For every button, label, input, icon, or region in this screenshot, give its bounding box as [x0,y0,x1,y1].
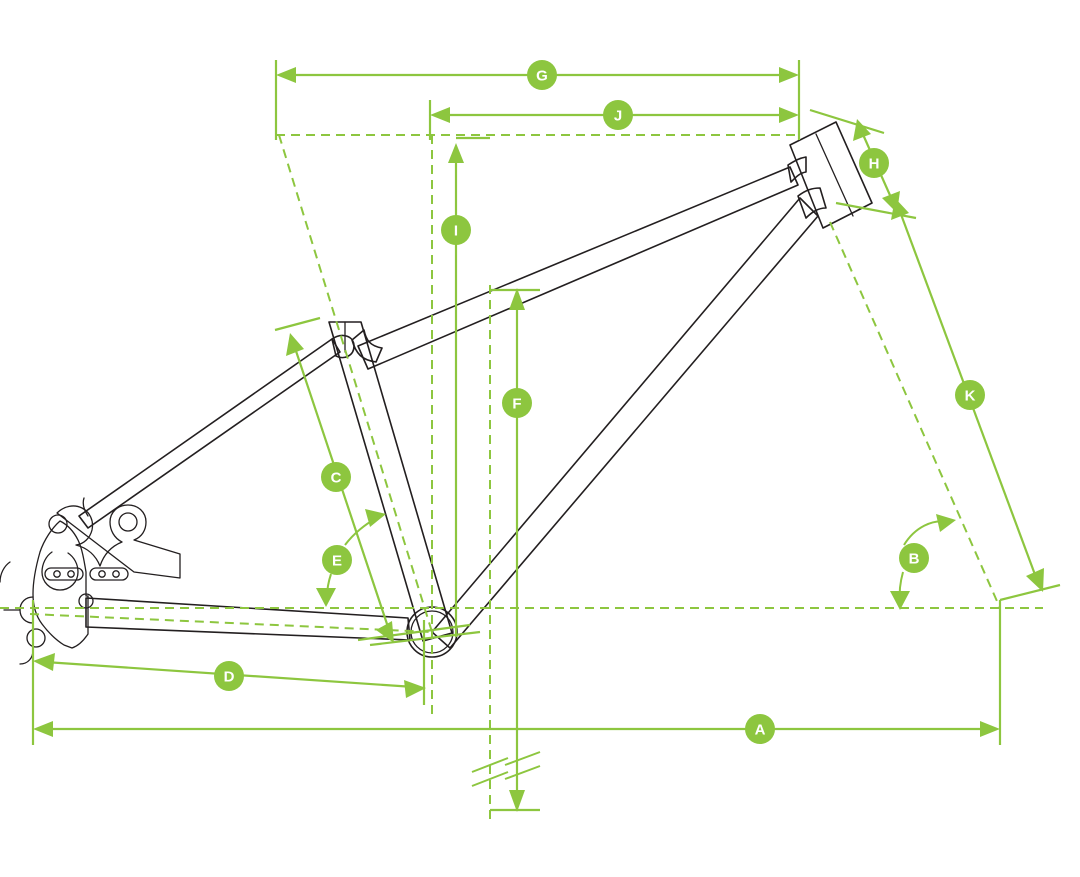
dimension-g-arrow-right [779,67,799,83]
frame-outline-group [0,121,873,665]
break-symbol-upper-right [504,751,541,766]
dimension-d-arrow-right [404,680,426,698]
break-symbol-lower [471,771,509,787]
dimension-k-arrow-bottom [1026,568,1044,592]
dimension-e-badge [322,545,352,575]
chain-stay [85,597,411,641]
dimension-a-badge [745,714,775,744]
dimension-d: D [33,653,426,698]
dimension-h-badge [859,148,889,178]
dimension-i-label: I [454,223,458,240]
dimension-e: E [316,509,386,607]
dimension-k: K [891,198,1044,592]
dimension-k-label: K [965,388,976,405]
break-symbol-lower-right [504,765,541,780]
dimension-f: F [502,288,532,812]
dimension-i: I [441,143,471,637]
dimension-e-arrow-upper [365,509,386,527]
dimension-c-arrow-bottom [376,621,394,643]
dimension-b-label: B [909,551,920,568]
dimension-g-arrow-left [276,67,296,83]
dimension-j-label: J [614,108,622,125]
dimension-j-arrow-right [779,107,799,123]
down-tube [431,197,819,649]
dimension-c: C [286,333,394,643]
dimension-i-badge [441,215,471,245]
dimension-b-badge [899,543,929,573]
dimension-f-label: F [512,396,521,413]
dimension-k-arrow-top [891,198,909,220]
dimension-b-arrow-upper [936,514,956,532]
dimension-j: J [430,100,799,130]
seat-stay [78,334,355,529]
dimension-g-label: G [536,68,548,85]
seat-stay-cap [331,334,355,359]
dimension-h-arrow-top [853,119,871,141]
dimension-f-badge [502,388,532,418]
dimension-h: H [853,119,900,213]
seat-tube-axis-extension [278,134,433,633]
dimension-d-arrow-left [33,653,55,671]
dimension-g-badge [527,60,557,90]
dimension-a-label: A [755,722,766,739]
construction-lines-group [0,134,1043,820]
dimension-g: G [276,60,799,90]
dimension-a: A [33,714,1000,744]
top-tube [357,166,799,370]
top-tube-head-junction [787,156,807,183]
dimension-j-arrow-left [430,107,450,123]
dimension-a-arrow-right [980,721,1000,737]
dimension-c-badge [321,462,351,492]
dimension-k-badge [955,380,985,410]
head-tube [789,121,873,229]
dimension-d-label: D [224,669,235,686]
dimension-c-label: C [331,470,342,487]
extension-lines-group [31,60,1061,812]
dimension-e-label: E [332,553,342,570]
dimension-c-arrow-top [286,333,304,356]
dimension-e-arrow-lower [316,588,336,607]
down-tube-head-junction [797,187,827,219]
break-symbol-upper [471,757,509,773]
dimension-d-badge [214,661,244,691]
dimension-i-arrow-top [448,143,464,163]
rear-dropout [0,497,181,665]
seat-tube-top-tube-junction [351,329,383,363]
dimension-b: B [890,514,956,610]
dimension-b-arrow-lower [890,591,910,610]
chainstay-centreline [29,613,433,633]
dimension-f-arrow-top [509,288,525,310]
dimension-j-badge [603,100,633,130]
dimension-f-arrow-bottom [509,790,525,812]
head-tube-axis-extension [829,221,1001,609]
dimension-a-arrow-left [33,721,53,737]
dimension-h-label: H [869,156,880,173]
seat-tube [328,321,453,642]
